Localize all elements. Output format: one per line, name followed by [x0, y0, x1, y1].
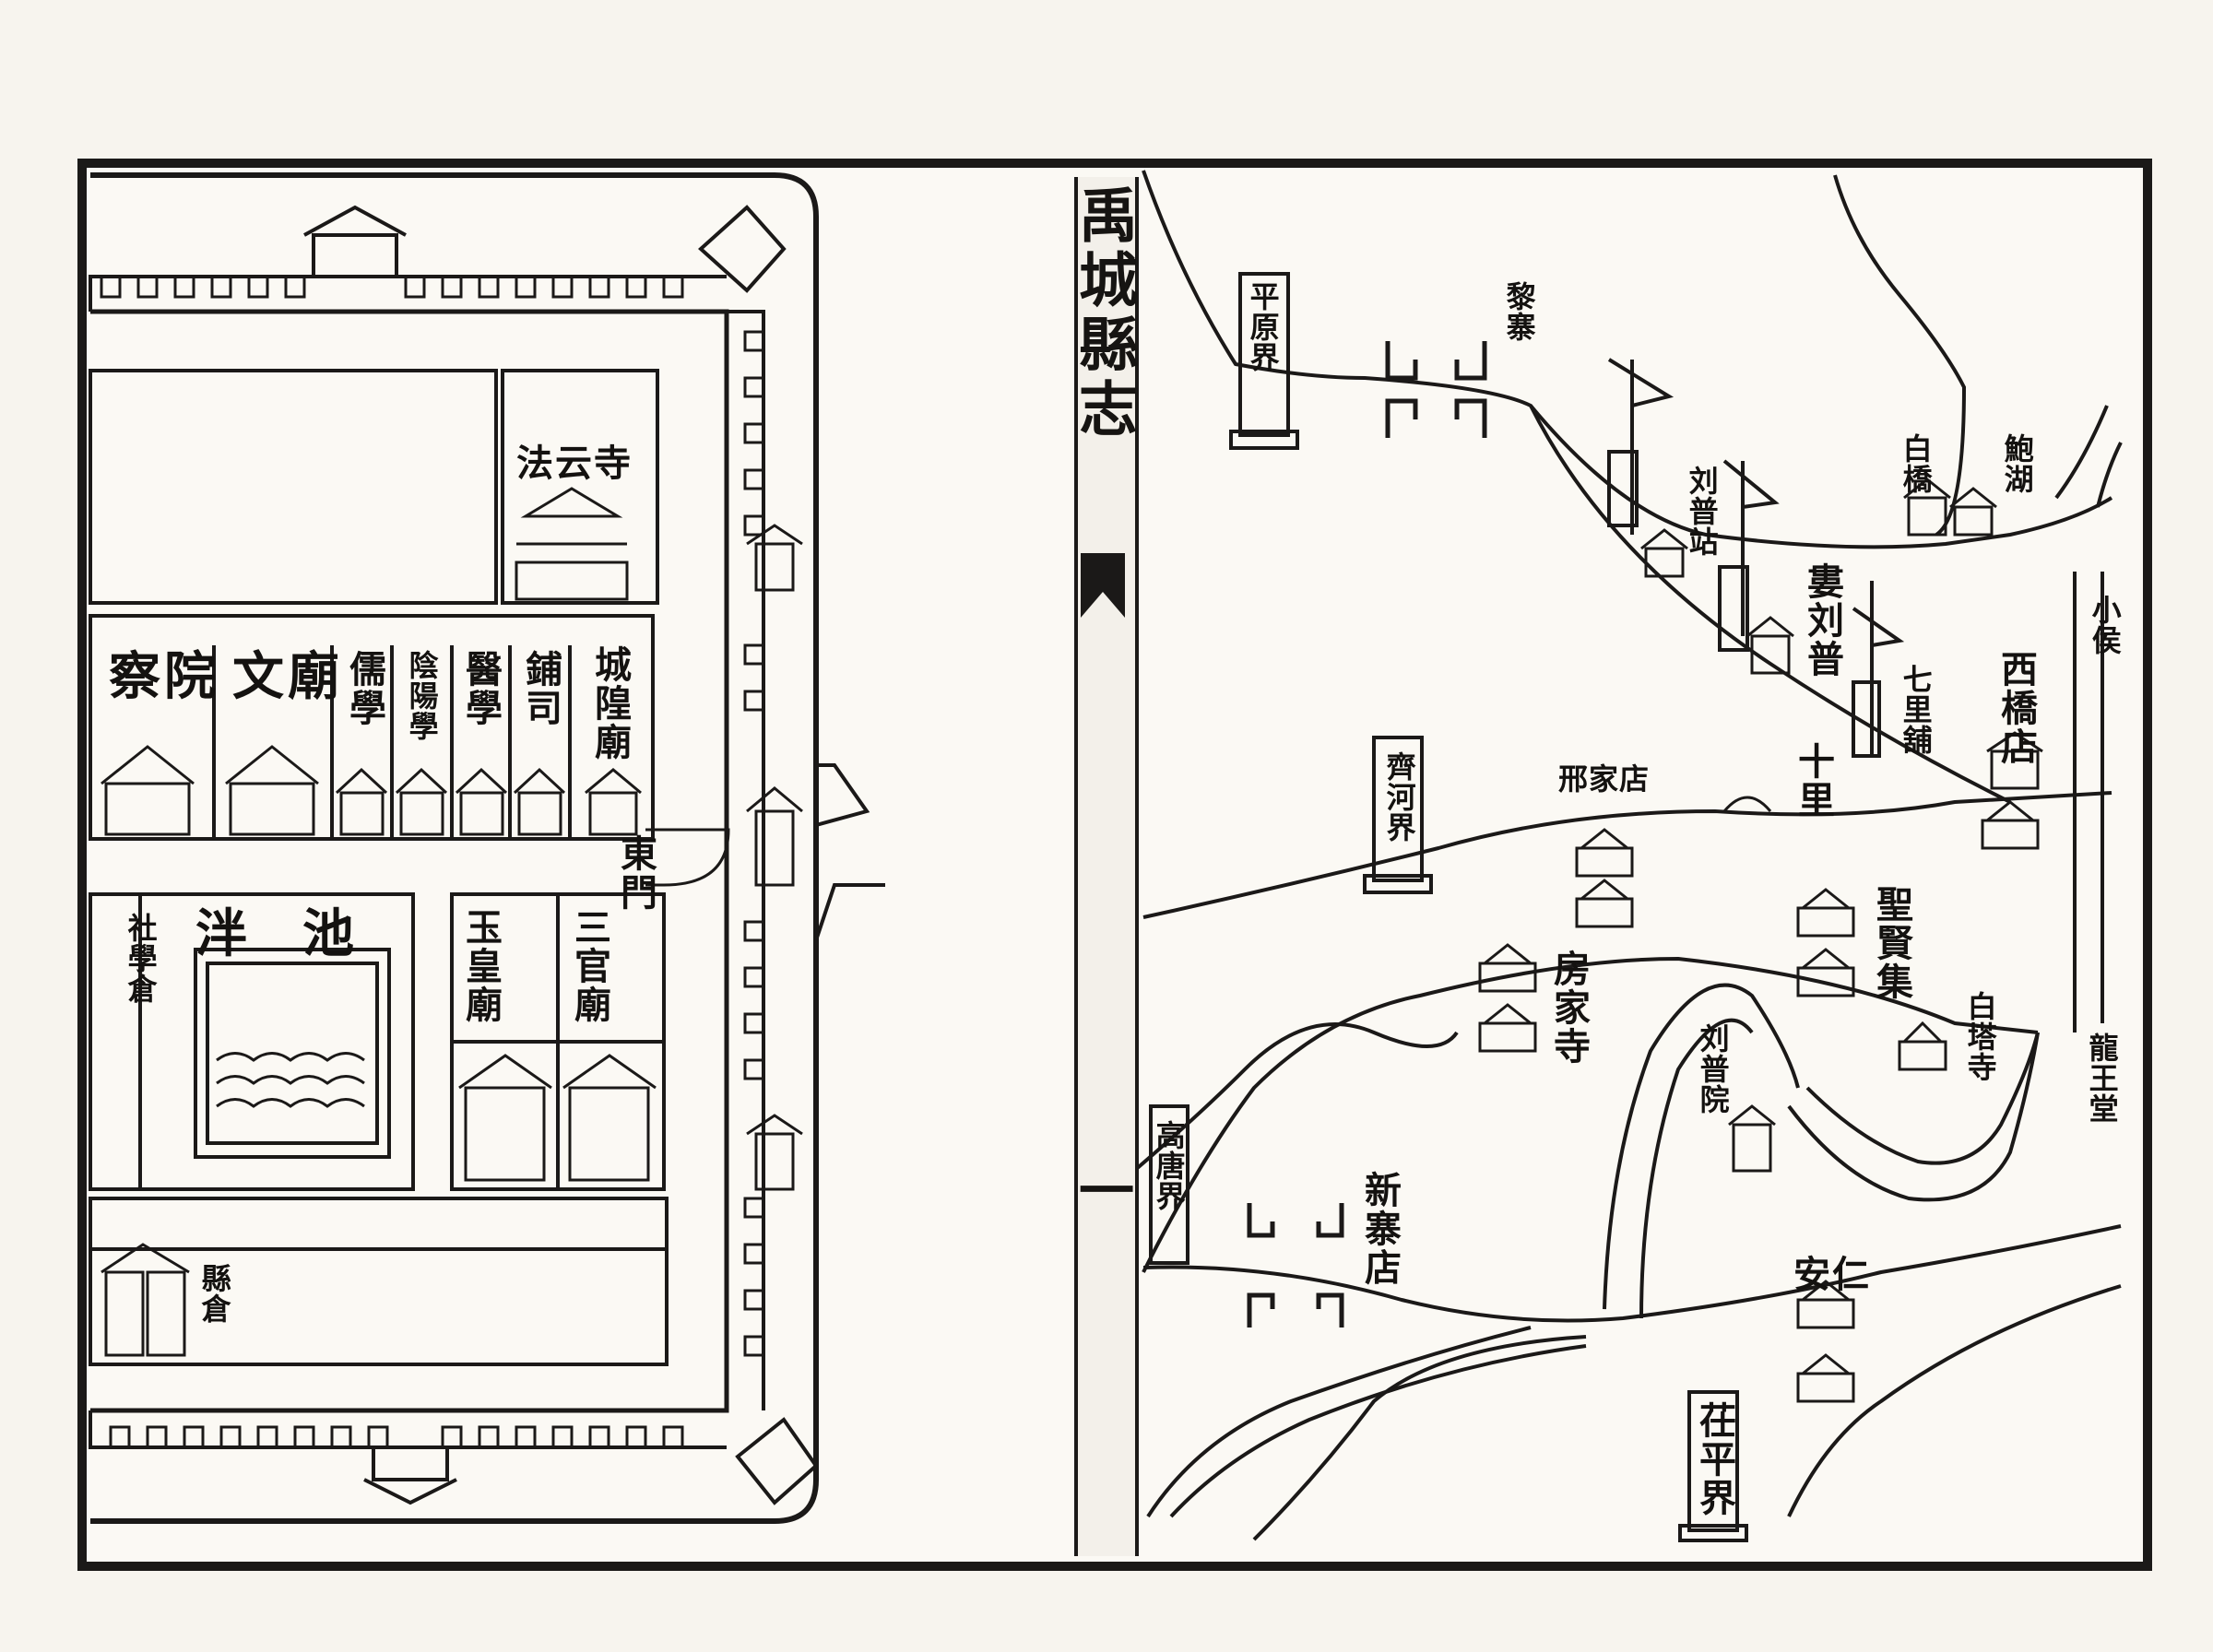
label-xinzhai-dian: 新寨店	[1358, 1171, 1402, 1287]
label-pan-pond: 泮池	[195, 903, 409, 964]
label-yuhuangmiao: 玉皇廟	[459, 908, 503, 1024]
outer-city-wall	[90, 172, 819, 1524]
label-lizhai: 黎寨	[1501, 281, 1537, 342]
book-title: 禹城縣志	[1069, 184, 1138, 442]
label-shili: 十里	[1792, 742, 1835, 820]
label-chayuan: 察院	[109, 646, 219, 707]
label-shengxian-ji: 聖賢集	[1870, 885, 1913, 1001]
label-fayunsi: 法云寺	[516, 442, 633, 485]
label-ruxue: 儒學	[343, 650, 386, 727]
pan-pond-frame	[194, 948, 391, 1159]
label-fangjia-si: 房家寺	[1547, 950, 1591, 1066]
stele-gaotang	[1149, 1104, 1189, 1265]
label-longwang-tang: 龍王堂	[2084, 1032, 2120, 1124]
label-qihe-jie: 齊河界	[1381, 751, 1417, 843]
stele-pingyuan	[1238, 272, 1290, 437]
label-xiqiao-dian: 西橋店	[1994, 650, 2038, 766]
block-temple-row	[89, 614, 655, 841]
label-yixue: 醫學	[459, 650, 503, 727]
label-anren: 安仁	[1793, 1253, 1871, 1296]
north-gate-tower	[303, 205, 407, 277]
label-baiqiao: 白橋	[1898, 433, 1934, 494]
stele-chiping	[1687, 1390, 1739, 1532]
label-pingyuan-jie: 平原界	[1245, 281, 1281, 372]
label-lou-liupu: 婁刘普	[1801, 562, 1844, 678]
label-gaotang-jie: 高唐界	[1151, 1120, 1187, 1211]
se-corner-tower	[735, 1417, 819, 1505]
block-fayunsi	[501, 369, 659, 605]
stele-qihe	[1372, 736, 1424, 882]
block-north-west	[89, 369, 498, 605]
label-chaohu: 鮑湖	[1999, 433, 2035, 494]
label-yinyangxue: 陰陽學	[404, 650, 440, 741]
label-liupu-zhan: 刘普站	[1684, 466, 1720, 557]
label-sanguanmiao: 三官廟	[568, 908, 611, 1024]
label-east-gate: 東門	[614, 834, 657, 912]
label-pusi: 鋪司	[519, 650, 562, 727]
label-baita-si: 白塔寺	[1962, 991, 1998, 1082]
label-liupu-yuan: 刘普院	[1695, 1023, 1731, 1115]
south-gate-tower	[363, 1447, 457, 1505]
label-xiaohou: 小侯	[2087, 595, 2123, 655]
label-wenmiao: 文廟	[232, 646, 343, 707]
label-xiancang: 縣倉	[196, 1263, 232, 1324]
inner-city-wall	[90, 309, 729, 1413]
folio-number: 一	[1079, 1160, 1134, 1224]
label-shexuecang: 社學倉	[123, 913, 159, 1004]
book-gutter	[1074, 177, 1139, 1556]
label-qili-pu: 七里舖	[1898, 664, 1934, 755]
label-xingjia-dian: 邢家店	[1558, 761, 1651, 796]
label-chenghuangmiao: 城隍廟	[588, 645, 632, 761]
label-chiping-jie: 茌平界	[1693, 1401, 1736, 1517]
block-south	[89, 1197, 669, 1366]
ne-corner-tower	[698, 205, 787, 293]
river-north	[1142, 170, 2113, 549]
block-panchi	[89, 892, 415, 1191]
